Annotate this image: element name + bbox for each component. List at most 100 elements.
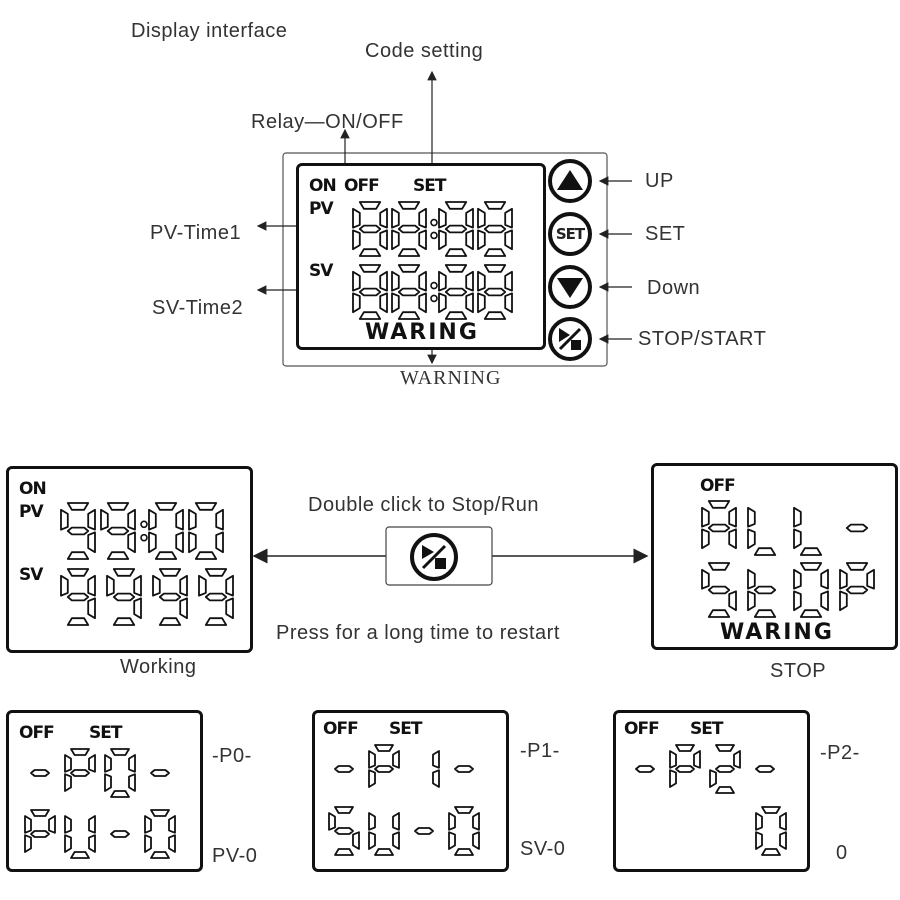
segment-g bbox=[358, 287, 382, 297]
segment-d bbox=[799, 609, 823, 618]
segment-e bbox=[352, 292, 361, 314]
sv-time-label: SV-Time2 bbox=[152, 297, 244, 319]
segment-e bbox=[438, 292, 447, 314]
stop-display-screen: OFF WARING bbox=[651, 463, 898, 650]
segment-g bbox=[66, 592, 90, 602]
pv-time-label: PV-Time1 bbox=[150, 222, 242, 244]
segment-b bbox=[820, 568, 829, 590]
stop-start-label: STOP/START bbox=[638, 328, 767, 350]
segment-b bbox=[465, 207, 474, 229]
segment-c bbox=[820, 590, 829, 612]
up-label: UP bbox=[645, 170, 674, 192]
segment-g bbox=[30, 830, 50, 838]
sv-digits-display bbox=[352, 264, 513, 320]
segment-d bbox=[66, 617, 90, 626]
segment-d bbox=[204, 617, 228, 626]
segment-g bbox=[845, 585, 869, 595]
segment-b bbox=[418, 270, 427, 292]
segment-g bbox=[158, 592, 182, 602]
segment-d bbox=[483, 311, 507, 320]
segment-f bbox=[328, 812, 336, 831]
segment-f bbox=[144, 815, 152, 834]
segment-d bbox=[483, 248, 507, 257]
colon-dot bbox=[430, 281, 438, 290]
segment-a bbox=[358, 201, 382, 210]
segment-g bbox=[334, 827, 354, 835]
segment-d bbox=[194, 551, 218, 560]
set-button[interactable]: SET bbox=[548, 212, 592, 256]
segment-b bbox=[465, 270, 474, 292]
zero-label: 0 bbox=[836, 842, 848, 864]
down-button[interactable] bbox=[548, 265, 592, 309]
stop-run-button[interactable] bbox=[410, 533, 458, 581]
segment-d bbox=[444, 248, 468, 257]
segment-b bbox=[175, 508, 184, 531]
segment-e bbox=[352, 229, 361, 251]
segment-e bbox=[148, 531, 157, 554]
long-press-label: Press for a long time to restart bbox=[276, 622, 560, 644]
sv-digits-display bbox=[60, 568, 234, 626]
segment-d bbox=[753, 547, 777, 556]
segment-f bbox=[701, 506, 710, 528]
segment-f bbox=[793, 506, 802, 528]
segment-f bbox=[148, 508, 157, 531]
segment-g bbox=[454, 765, 474, 773]
segment-f bbox=[352, 207, 361, 229]
working-display-screen: ON PV SV bbox=[6, 466, 253, 653]
segment-c bbox=[728, 590, 737, 612]
segment-c bbox=[504, 229, 513, 251]
play-stop-icon bbox=[558, 327, 582, 351]
p0-line1-display bbox=[30, 748, 170, 798]
stop-start-button[interactable] bbox=[548, 317, 592, 361]
segment-d bbox=[70, 851, 90, 859]
segment-e bbox=[24, 834, 32, 853]
on-indicator: ON bbox=[19, 479, 47, 499]
segment-b bbox=[133, 574, 142, 597]
segment-d bbox=[761, 848, 781, 856]
segment-a bbox=[158, 568, 182, 577]
segment-c bbox=[128, 773, 136, 792]
segment-c bbox=[472, 831, 480, 850]
up-button[interactable] bbox=[548, 159, 592, 203]
segment-b bbox=[168, 815, 176, 834]
segment-g bbox=[397, 287, 421, 297]
segment-c bbox=[504, 292, 513, 314]
segment-a bbox=[358, 264, 382, 273]
param-p1-screen: OFF SET bbox=[312, 710, 509, 872]
segment-g bbox=[204, 592, 228, 602]
segment-b bbox=[866, 568, 875, 590]
segment-g bbox=[334, 765, 354, 773]
segment-e bbox=[391, 229, 400, 251]
segment-b bbox=[179, 574, 188, 597]
colon-dot bbox=[140, 520, 148, 529]
p1-label: -P1- bbox=[520, 740, 560, 762]
segment-c bbox=[728, 528, 737, 550]
pv-digits-display bbox=[352, 201, 513, 257]
working-label: Working bbox=[120, 656, 197, 678]
segment-e bbox=[144, 834, 152, 853]
colon-dot bbox=[140, 533, 148, 542]
segment-c bbox=[133, 597, 142, 620]
colon-dot bbox=[430, 294, 438, 303]
p0-label: -P0- bbox=[212, 745, 252, 767]
segment-b bbox=[225, 574, 234, 597]
p1-line2-display bbox=[328, 806, 480, 856]
segment-a bbox=[70, 748, 90, 756]
segment-c bbox=[179, 597, 188, 620]
segment-a bbox=[112, 568, 136, 577]
segment-e bbox=[64, 773, 72, 792]
off-indicator: OFF bbox=[700, 476, 736, 496]
segment-b bbox=[779, 812, 787, 831]
off-indicator: OFF bbox=[344, 176, 380, 196]
segment-a bbox=[707, 562, 731, 571]
sv-indicator: SV bbox=[19, 565, 43, 585]
colon-dot bbox=[430, 231, 438, 240]
warning-indicator: WARING bbox=[365, 320, 479, 345]
segment-c bbox=[225, 597, 234, 620]
set-indicator: SET bbox=[690, 719, 723, 739]
sv-indicator: SV bbox=[309, 261, 333, 281]
segment-g bbox=[106, 526, 130, 536]
segment-d bbox=[454, 848, 474, 856]
segment-e bbox=[104, 773, 112, 792]
segment-f bbox=[352, 270, 361, 292]
